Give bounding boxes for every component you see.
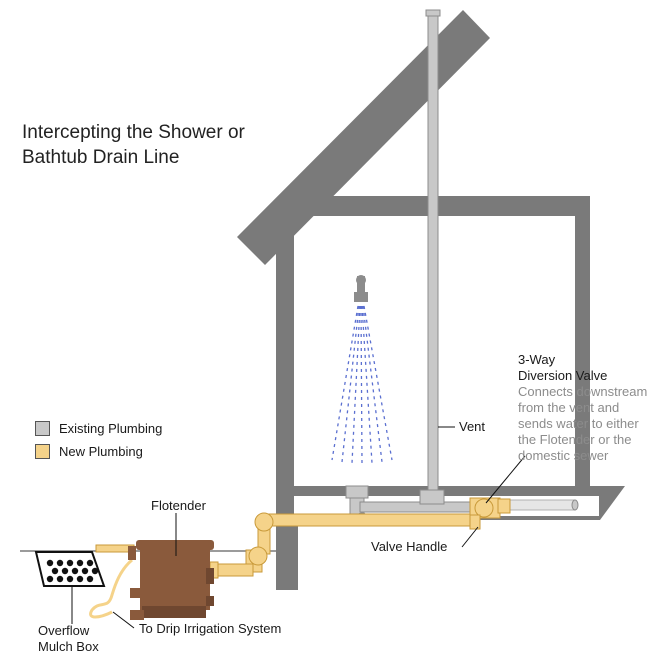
- house-wall-left: [276, 225, 294, 590]
- mulch-box-label: Overflow Mulch Box: [38, 623, 99, 655]
- valve-desc-3: sends water to either: [518, 416, 639, 431]
- legend-item-existing: Existing Plumbing: [35, 419, 162, 437]
- valve-title-1: 3-Way: [518, 352, 556, 367]
- valve-desc-2: from the vent and: [518, 400, 620, 415]
- diagram-title: Intercepting the Shower or Bathtub Drain…: [22, 120, 245, 170]
- valve-handle-leader: [461, 526, 479, 548]
- mulch-line-2: Mulch Box: [38, 639, 99, 654]
- legend-swatch-existing: [35, 420, 50, 436]
- vent-label: Vent: [459, 419, 486, 434]
- drip-leader: [112, 611, 135, 629]
- foundation: [276, 525, 298, 590]
- vent-pipe: [427, 11, 439, 501]
- flotender-label: Flotender: [151, 498, 206, 513]
- vent-cap: [425, 9, 441, 17]
- valve-desc-1: Connects downstream: [518, 384, 648, 399]
- valve-title-2: Diversion Valve: [518, 368, 608, 383]
- title-line-2: Bathtub Drain Line: [22, 147, 180, 168]
- valve-handle-icon: [469, 514, 481, 530]
- valve-desc-4: the Flotender or the: [518, 432, 632, 447]
- roof-left-beam: [237, 10, 490, 265]
- drip-irrigation-label: To Drip Irrigation System: [139, 621, 282, 636]
- mulch-box-icon: [34, 551, 106, 587]
- legend-label-new: New Plumbing: [59, 443, 143, 459]
- mulch-line-1: Overflow: [38, 623, 90, 638]
- house-wall-right: [575, 214, 590, 494]
- valve-desc-5: domestic sewer: [518, 448, 609, 463]
- flotender-tank-icon: [128, 540, 214, 620]
- shower-spray: [331, 305, 393, 465]
- legend-label-existing: Existing Plumbing: [59, 420, 163, 436]
- diversion-valve-label: 3-Way Diversion Valve Connects downstrea…: [518, 352, 647, 464]
- shower-head-icon: [354, 275, 368, 302]
- new-plumbing-pipe: [95, 512, 479, 579]
- drip-irrigation-line: [89, 558, 133, 619]
- title-line-1: Intercepting the Shower or: [22, 122, 245, 143]
- legend-swatch-new: [35, 443, 50, 459]
- diversion-valve-icon: [469, 497, 511, 519]
- valve-handle-label: Valve Handle: [371, 539, 448, 554]
- valve-leader: [485, 455, 526, 504]
- legend-item-new: New Plumbing: [35, 442, 143, 460]
